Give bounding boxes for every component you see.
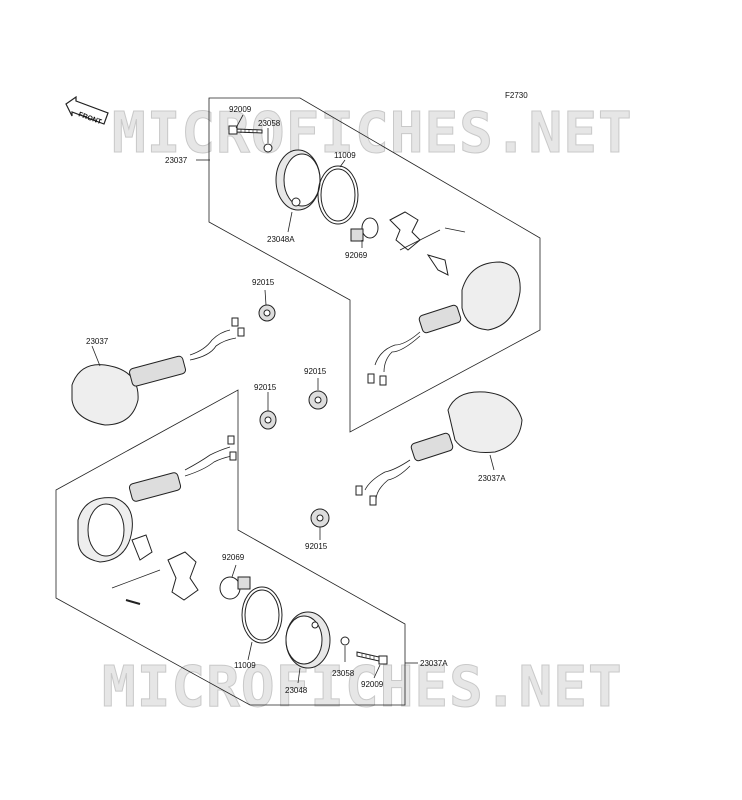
bulb-92069-top (350, 217, 379, 242)
bottom-assembly-outline (55, 389, 406, 706)
lens-23048A-top (275, 149, 321, 211)
watermark-bottom: MICROFICHES.NET (102, 655, 623, 720)
diagram-code: F2730 (505, 91, 528, 100)
label-11009-bottom: 11009 (234, 661, 256, 670)
front-arrow-icon: FRONT (65, 95, 109, 126)
label-92009-bottom: 92009 (361, 680, 384, 689)
watermark-top: MICROFICHES.NET (112, 101, 633, 166)
leader-lines (91, 114, 495, 684)
label-92009-top: 92009 (229, 105, 252, 114)
turn-signal-right-top (367, 261, 521, 386)
label-23037-left: 23037 (86, 337, 109, 346)
turn-signal-right-bottom (355, 391, 523, 506)
lens-23048-bottom (285, 611, 331, 669)
top-assembly-outline (208, 97, 541, 433)
label-92015-center: 92015 (304, 367, 327, 376)
label-11009-top: 11009 (334, 151, 356, 160)
washer-23058-top (263, 143, 273, 153)
gasket-11009-top (317, 165, 359, 225)
housing-bottom-left (77, 435, 237, 563)
bulb-92069-bottom (219, 576, 251, 600)
nut-92015-bottom (310, 508, 330, 528)
label-23058-top: 23058 (258, 119, 281, 128)
screw-small-bottom (125, 599, 141, 605)
screw-92009-bottom (356, 651, 388, 665)
label-23058-bottom: 23058 (332, 669, 355, 678)
label-92069-bottom: 92069 (222, 553, 245, 562)
socket-bracket-top (389, 211, 449, 276)
label-92015-bottom: 92015 (305, 542, 328, 551)
label-23037A-right: 23037A (478, 474, 506, 483)
screw-92009-top (228, 125, 263, 135)
nut-92015-upper (258, 304, 276, 322)
washer-23058-bottom (340, 636, 350, 646)
label-92015-mid: 92015 (252, 278, 275, 287)
socket-bracket-bottom (131, 534, 199, 601)
label-23037A-bottom: 23037A (420, 659, 448, 668)
label-23048-bottom: 23048 (285, 686, 308, 695)
label-92015-left: 92015 (254, 383, 277, 392)
nut-92015-left (259, 410, 277, 430)
nut-92015-center (308, 390, 328, 410)
label-23037-top: 23037 (165, 156, 188, 165)
label-92069-top: 92069 (345, 251, 368, 260)
gasket-11009-bottom (241, 586, 283, 644)
label-23048A-top: 23048A (267, 235, 295, 244)
turn-signal-left (71, 317, 245, 426)
